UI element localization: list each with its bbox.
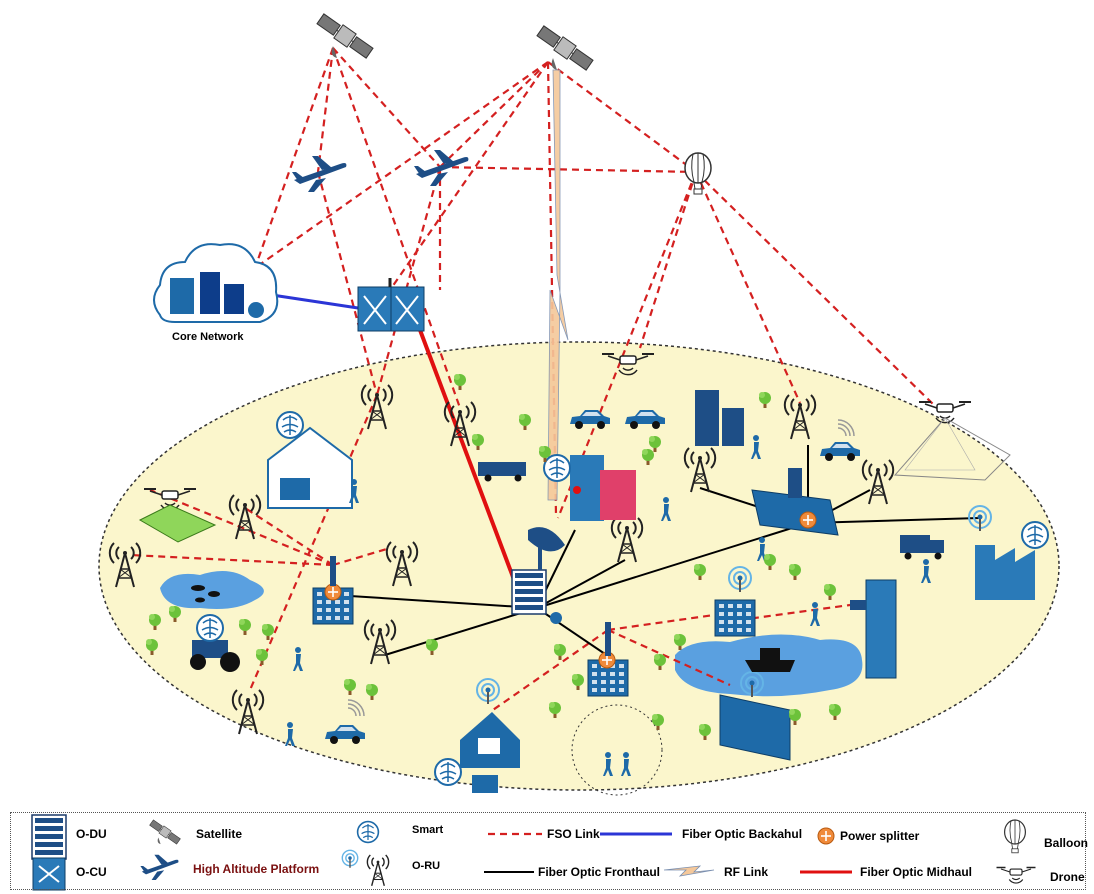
high-altitude-platform-icon bbox=[292, 156, 347, 192]
high-altitude-platform-icon bbox=[414, 150, 469, 186]
legend-hap-label: High Altitude Platform bbox=[193, 862, 320, 876]
ocu-icon bbox=[357, 278, 425, 332]
tractor-icon bbox=[190, 614, 240, 672]
building-splitter-icon bbox=[751, 468, 839, 536]
fso-links bbox=[129, 47, 938, 713]
drone-icon bbox=[893, 401, 1011, 481]
coverage-area bbox=[98, 341, 1060, 791]
fiber-backhaul-link bbox=[271, 293, 359, 310]
legend-rf-icon bbox=[663, 865, 715, 877]
skyscraper-icon bbox=[695, 390, 744, 446]
central-odu-icon bbox=[511, 527, 565, 624]
legend-drone-label: Drone bbox=[1050, 870, 1085, 884]
legend-rf-label: RF Link bbox=[724, 865, 768, 879]
legend-splitter-label: Power splitter bbox=[840, 829, 920, 843]
fiber-midhaul-link bbox=[418, 329, 518, 586]
satellite-icon bbox=[315, 11, 375, 61]
core-network-label: Core Network bbox=[172, 331, 244, 343]
city-buildings-icon bbox=[543, 454, 636, 521]
lake bbox=[160, 571, 264, 609]
building-splitter-icon bbox=[587, 622, 629, 697]
tall-building-icon bbox=[850, 579, 897, 679]
legend-balloon-label: Balloon bbox=[1044, 836, 1088, 850]
rf-link bbox=[547, 69, 569, 501]
factory-icon bbox=[968, 505, 1049, 600]
truck-icon bbox=[478, 462, 526, 482]
legend-fso-label: FSO Link bbox=[547, 827, 600, 841]
legend-ocu-label: O-CU bbox=[76, 865, 107, 879]
fish-icon bbox=[191, 585, 220, 603]
building-icon bbox=[719, 671, 791, 761]
legend-midhaul-label: Fiber Optic Midhaul bbox=[860, 865, 973, 879]
ship-icon bbox=[745, 648, 795, 672]
truck-icon bbox=[900, 535, 944, 560]
legend-oru-label: O-RU bbox=[412, 860, 441, 872]
building-splitter-icon bbox=[312, 556, 354, 625]
legend-odu-label: O-DU bbox=[76, 827, 107, 841]
smart-home-icon bbox=[434, 712, 520, 793]
legend-fronthaul-label: Fiber Optic Fronthaul bbox=[538, 865, 660, 879]
legend-satellite-label: Satellite bbox=[196, 827, 243, 841]
legend-backhaul-label: Fiber Optic Backahul bbox=[682, 827, 803, 841]
drone-icon bbox=[138, 488, 217, 543]
legend-graphics bbox=[31, 814, 1037, 891]
people-group-icon bbox=[571, 704, 663, 796]
fronthaul-links bbox=[349, 445, 981, 657]
legend-box bbox=[10, 812, 1086, 890]
legend-smart-label: Smart bbox=[412, 824, 444, 836]
core-network-icon bbox=[153, 243, 279, 323]
